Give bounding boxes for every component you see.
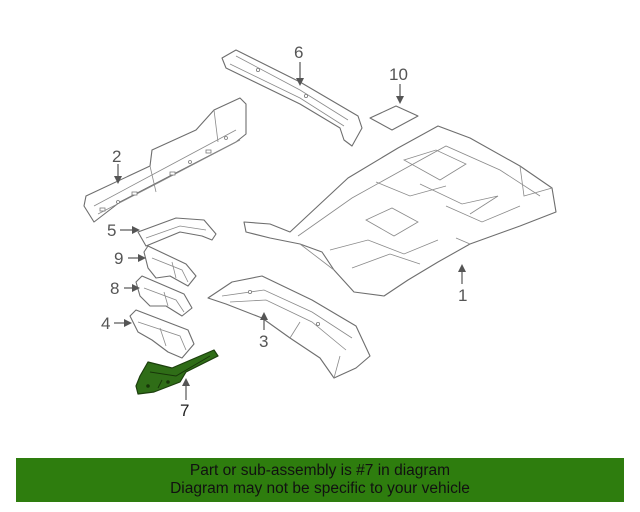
part-2-side-rail[interactable] [83, 97, 247, 223]
leader-lines [114, 62, 466, 400]
banner-line-disclaimer: Diagram may not be specific to your vehi… [170, 480, 470, 497]
exploded-parts-diagram: 6 10 2 1 5 9 8 4 3 7 [83, 43, 557, 420]
banner-line-part-info: Part or sub-assembly is #7 in diagram [189, 462, 451, 479]
part-4-bracket[interactable] [129, 309, 195, 359]
callout-9[interactable]: 9 [114, 249, 123, 268]
part-9-bracket[interactable] [143, 245, 197, 287]
callout-10[interactable]: 10 [389, 65, 408, 84]
part-8-bracket[interactable] [135, 275, 193, 317]
callout-3[interactable]: 3 [259, 332, 268, 351]
part-6-crossmember[interactable] [221, 49, 363, 147]
callout-1[interactable]: 1 [458, 286, 467, 305]
callout-7[interactable]: 7 [180, 401, 189, 420]
part-3-crossmember[interactable] [207, 275, 371, 379]
callout-2[interactable]: 2 [112, 147, 121, 166]
callout-8[interactable]: 8 [110, 279, 119, 298]
part-5-bracket[interactable] [137, 217, 217, 247]
part-7-bracket-highlighted[interactable] [135, 349, 219, 395]
part-1-floor-pan[interactable] [243, 125, 557, 297]
callout-6[interactable]: 6 [294, 43, 303, 62]
info-banner: Part or sub-assembly is #7 in diagram Di… [16, 458, 624, 502]
callout-4[interactable]: 4 [101, 314, 110, 333]
part-10-pad[interactable] [369, 105, 419, 131]
callout-5[interactable]: 5 [107, 221, 116, 240]
